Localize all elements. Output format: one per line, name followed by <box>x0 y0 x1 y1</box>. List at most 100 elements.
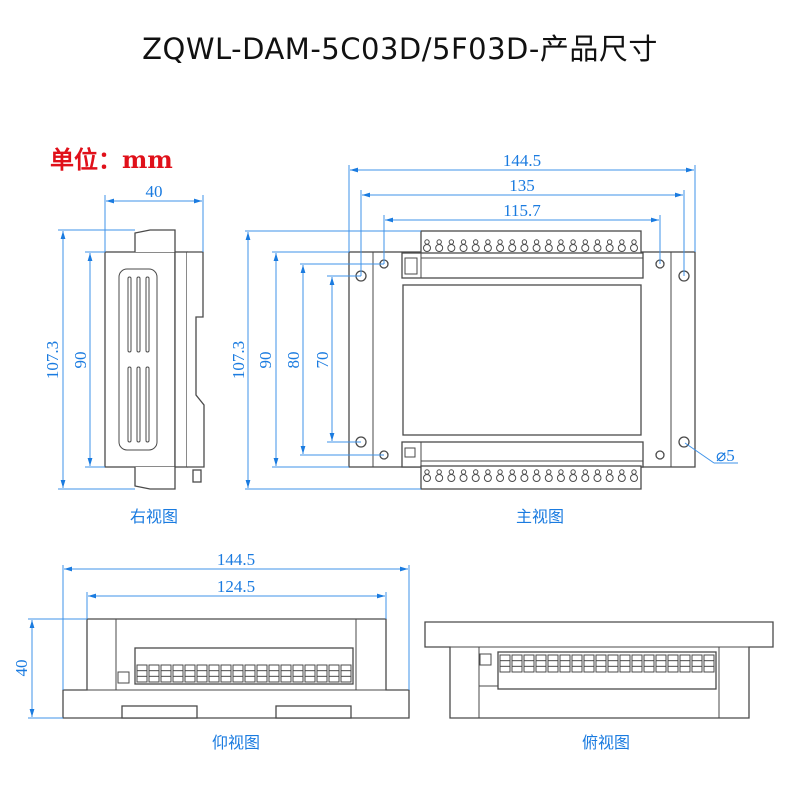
dim-front-width-inner: 115.7 <box>503 201 541 220</box>
terminal-cell <box>583 654 595 673</box>
bottom-connector <box>134 467 176 490</box>
dim-bottom-width-inner: 124.5 <box>217 577 255 596</box>
dim-front-height-body: 90 <box>256 352 275 369</box>
terminal-screw-top <box>460 469 467 475</box>
terminal-screw-top <box>533 469 540 475</box>
terminal-screw-top <box>424 239 430 245</box>
vent-panel <box>118 268 158 451</box>
terminal-screw-top <box>460 239 467 245</box>
terminal-cell <box>316 664 328 683</box>
terminal-screw-top <box>448 469 455 475</box>
terminal-screw-top <box>546 469 552 475</box>
terminal-screw-top <box>473 239 479 245</box>
terminal-cell <box>244 664 256 683</box>
terminal-screw-top <box>570 469 576 475</box>
din-clip <box>187 251 205 468</box>
terminal-cell <box>292 664 304 683</box>
terminal-screw-top <box>497 469 503 475</box>
top-connector <box>134 229 176 252</box>
terminal-screw-top <box>594 239 601 245</box>
terminal-screw-top <box>558 469 564 475</box>
terminal-screw-top <box>509 469 515 475</box>
page-title: ZQWL-DAM-5C03D/5F03D-产品尺寸 <box>142 32 658 66</box>
dim-front-width-total: 144.5 <box>503 151 541 170</box>
terminal-cell <box>655 654 667 673</box>
right-view: 40 107.3 90 右视图 <box>43 182 205 526</box>
dim-front-height-80: 80 <box>284 352 303 369</box>
terminal-cell <box>256 664 268 683</box>
terminal-cell <box>511 654 523 673</box>
antenna-connector-icon <box>117 671 130 684</box>
mount-hole-large <box>678 436 690 448</box>
terminal-cell <box>136 664 148 683</box>
dim-front-height-70: 70 <box>313 352 332 369</box>
dim-bottom-width-total: 144.5 <box>217 550 255 569</box>
right-view-side-panel <box>174 251 188 468</box>
dim-hole-diameter: ⌀5 <box>716 446 735 465</box>
terminal-cell <box>619 654 631 673</box>
display-window <box>402 284 642 436</box>
terminal-cell <box>667 654 679 673</box>
dim-right-height-body: 90 <box>71 352 90 369</box>
terminal-cell <box>691 654 703 673</box>
terminal-cell <box>268 664 280 683</box>
caption-bottom-view: 仰视图 <box>212 733 260 752</box>
terminal-cell <box>523 654 535 673</box>
terminal-cell <box>703 654 715 673</box>
terminal-cell <box>571 654 583 673</box>
dim-front-height-total: 107.3 <box>229 341 248 379</box>
terminal-cell <box>220 664 232 683</box>
dim-front-width-mount: 135 <box>509 176 535 195</box>
terminal-screw-top <box>521 469 528 475</box>
bottom-terminal-block <box>420 465 642 490</box>
ethernet-port-icon <box>404 447 416 458</box>
terminal-screw-top <box>606 469 613 475</box>
bottom-terminal-block <box>134 647 354 685</box>
terminal-screw-top <box>473 469 479 475</box>
terminal-screw-top <box>521 239 528 245</box>
mount-hole <box>655 450 665 460</box>
terminal-screw-top <box>558 239 564 245</box>
vent-slots <box>127 276 150 443</box>
caption-right-view: 右视图 <box>130 507 178 526</box>
terminal-cell <box>280 664 292 683</box>
terminal-cell <box>184 664 196 683</box>
terminal-screw-top <box>448 239 455 245</box>
front-view: 144.5 135 115.7 107.3 90 80 70 ⌀5 主视图 <box>229 151 738 526</box>
bottom-terminal-screws <box>423 469 638 482</box>
dim-right-height-total: 107.3 <box>43 341 62 379</box>
top-header <box>401 252 644 279</box>
terminal-cell <box>160 664 172 683</box>
led-indicator-icon <box>404 257 418 275</box>
terminal-screw-top <box>436 239 442 245</box>
terminal-screw-top <box>509 239 515 245</box>
terminal-cell <box>595 654 607 673</box>
terminal-screw-top <box>485 469 491 475</box>
terminal-cell <box>643 654 655 673</box>
terminal-cell <box>148 664 160 683</box>
terminal-screw-top <box>619 469 625 475</box>
terminal-cell <box>607 654 619 673</box>
terminal-screw-top <box>570 239 576 245</box>
caption-top-view: 俯视图 <box>582 733 630 752</box>
bottom-view: 144.5 124.5 40 仰视图 <box>12 550 410 752</box>
foot <box>275 705 352 719</box>
bottom-header <box>401 441 644 468</box>
terminal-cell <box>208 664 220 683</box>
terminal-screw-top <box>485 239 491 245</box>
terminal-cell <box>232 664 244 683</box>
bottom-terminal-cells <box>136 664 352 683</box>
terminal-screw-top <box>424 469 430 475</box>
terminal-screw-top <box>546 239 552 245</box>
terminal-screw-top <box>436 469 442 475</box>
terminal-screw-top <box>631 239 637 245</box>
dim-bottom-height: 40 <box>12 660 31 677</box>
terminal-cell <box>559 654 571 673</box>
terminal-cell <box>679 654 691 673</box>
latch <box>192 469 202 483</box>
unit-label: 单位：mm <box>50 145 173 174</box>
foot <box>121 705 198 719</box>
caption-front-view: 主视图 <box>516 507 564 526</box>
terminal-screw-top <box>606 239 613 245</box>
terminal-cell <box>631 654 643 673</box>
